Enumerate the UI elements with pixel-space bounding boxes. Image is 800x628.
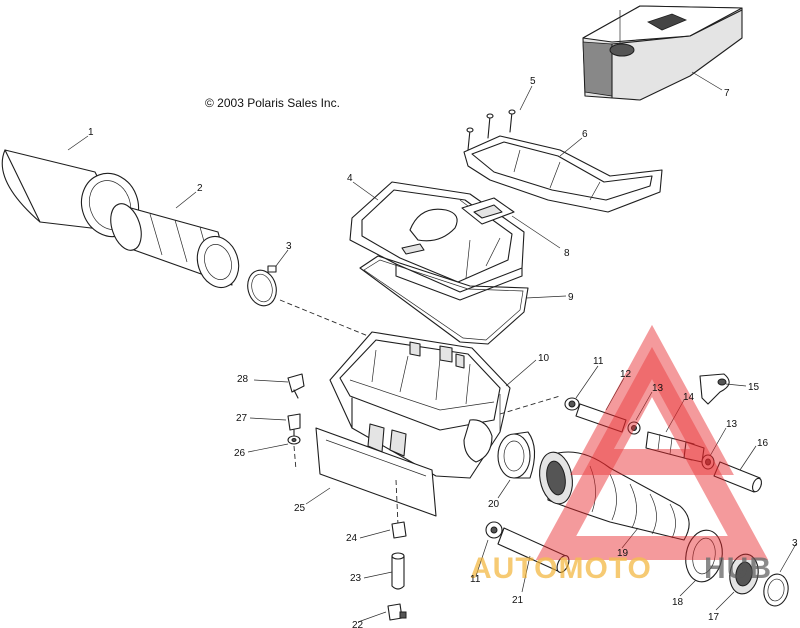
part-label: 27 xyxy=(236,413,248,424)
part-23-drain-tube xyxy=(391,552,405,590)
part-25-shield-plate xyxy=(315,427,437,517)
part-label: 16 xyxy=(757,438,769,449)
part-label: 3 xyxy=(792,538,798,549)
part-3b-clamp xyxy=(763,573,789,607)
part-label: 19 xyxy=(617,548,629,559)
part-label: 15 xyxy=(748,382,760,393)
part-number-labels: 1 2 3 4 5 6 7 8 9 10 11 12 13 14 15 13 1… xyxy=(88,76,798,628)
part-8-lid-door xyxy=(461,197,515,225)
part-label: 13 xyxy=(652,383,664,394)
part-27-bolt xyxy=(287,413,301,441)
part-label: 11 xyxy=(593,356,604,367)
part-label: 9 xyxy=(568,292,574,303)
part-label: 26 xyxy=(234,448,246,459)
part-11b-hose-clamp xyxy=(485,521,503,539)
part-label: 3 xyxy=(286,241,292,252)
part-6-intake-duct xyxy=(463,135,663,213)
part-label: 11 xyxy=(470,574,481,585)
part-20-coupler-ring xyxy=(497,431,536,479)
part-label: 14 xyxy=(683,392,695,403)
part-2-air-filter-element xyxy=(110,203,240,289)
part-label: 1 xyxy=(88,127,94,138)
watermark-text-hub: HUB xyxy=(704,552,772,585)
part-24-drain-fitting xyxy=(391,521,407,539)
part-label: 17 xyxy=(708,612,720,623)
part-label: 25 xyxy=(294,503,306,514)
part-14-breather-fitting xyxy=(645,431,705,463)
part-12-breather-hose xyxy=(575,403,627,433)
part-label: 22 xyxy=(352,620,364,628)
part-13b-clamp xyxy=(701,454,715,470)
assembly-centerline xyxy=(279,299,369,337)
part-21-hose xyxy=(497,527,570,573)
part-9-gasket xyxy=(359,255,529,345)
part-label: 12 xyxy=(620,369,632,380)
part-26-washer xyxy=(287,435,301,471)
part-15-hose-valve xyxy=(699,373,730,405)
part-7-foam-block xyxy=(582,5,743,101)
part-label: 8 xyxy=(564,248,570,259)
watermark-text-automoto: AUTOMOTO xyxy=(470,552,652,585)
part-label: 13 xyxy=(726,419,738,430)
part-label: 21 xyxy=(512,595,524,606)
part-4-airbox-lid xyxy=(349,181,525,301)
part-22-drain-clamp xyxy=(387,603,407,621)
part-18-ring xyxy=(685,529,723,583)
part-16-breather-tube xyxy=(713,461,763,493)
part-5-screws xyxy=(466,109,516,151)
part-1-prefilter-sleeve xyxy=(1,149,140,238)
copyright-text: © 2003 Polaris Sales Inc. xyxy=(205,96,340,110)
part-label: 10 xyxy=(538,353,550,364)
part-label: 20 xyxy=(488,499,500,510)
part-label: 23 xyxy=(350,573,362,584)
part-13-clamp xyxy=(627,421,641,435)
automotohub-watermark: AUTOMOTO HUB xyxy=(470,324,772,585)
part-3-clamp xyxy=(247,265,277,307)
part-label: 18 xyxy=(672,597,684,608)
part-label: 7 xyxy=(724,88,730,99)
part-label: 2 xyxy=(197,183,203,194)
breather-centerline xyxy=(499,395,561,415)
part-label: 4 xyxy=(347,173,353,184)
part-28-clip xyxy=(287,373,305,399)
part-10-airbox-housing xyxy=(329,331,511,479)
part-17-adapter xyxy=(729,553,759,595)
part-label: 24 xyxy=(346,533,358,544)
part-label: 6 xyxy=(582,129,588,140)
part-label: 28 xyxy=(237,374,249,385)
part-label: 5 xyxy=(530,76,536,87)
part-11-hose-clamp xyxy=(564,397,580,411)
part-19-intake-boot xyxy=(539,451,690,541)
leader-lines xyxy=(67,71,797,623)
